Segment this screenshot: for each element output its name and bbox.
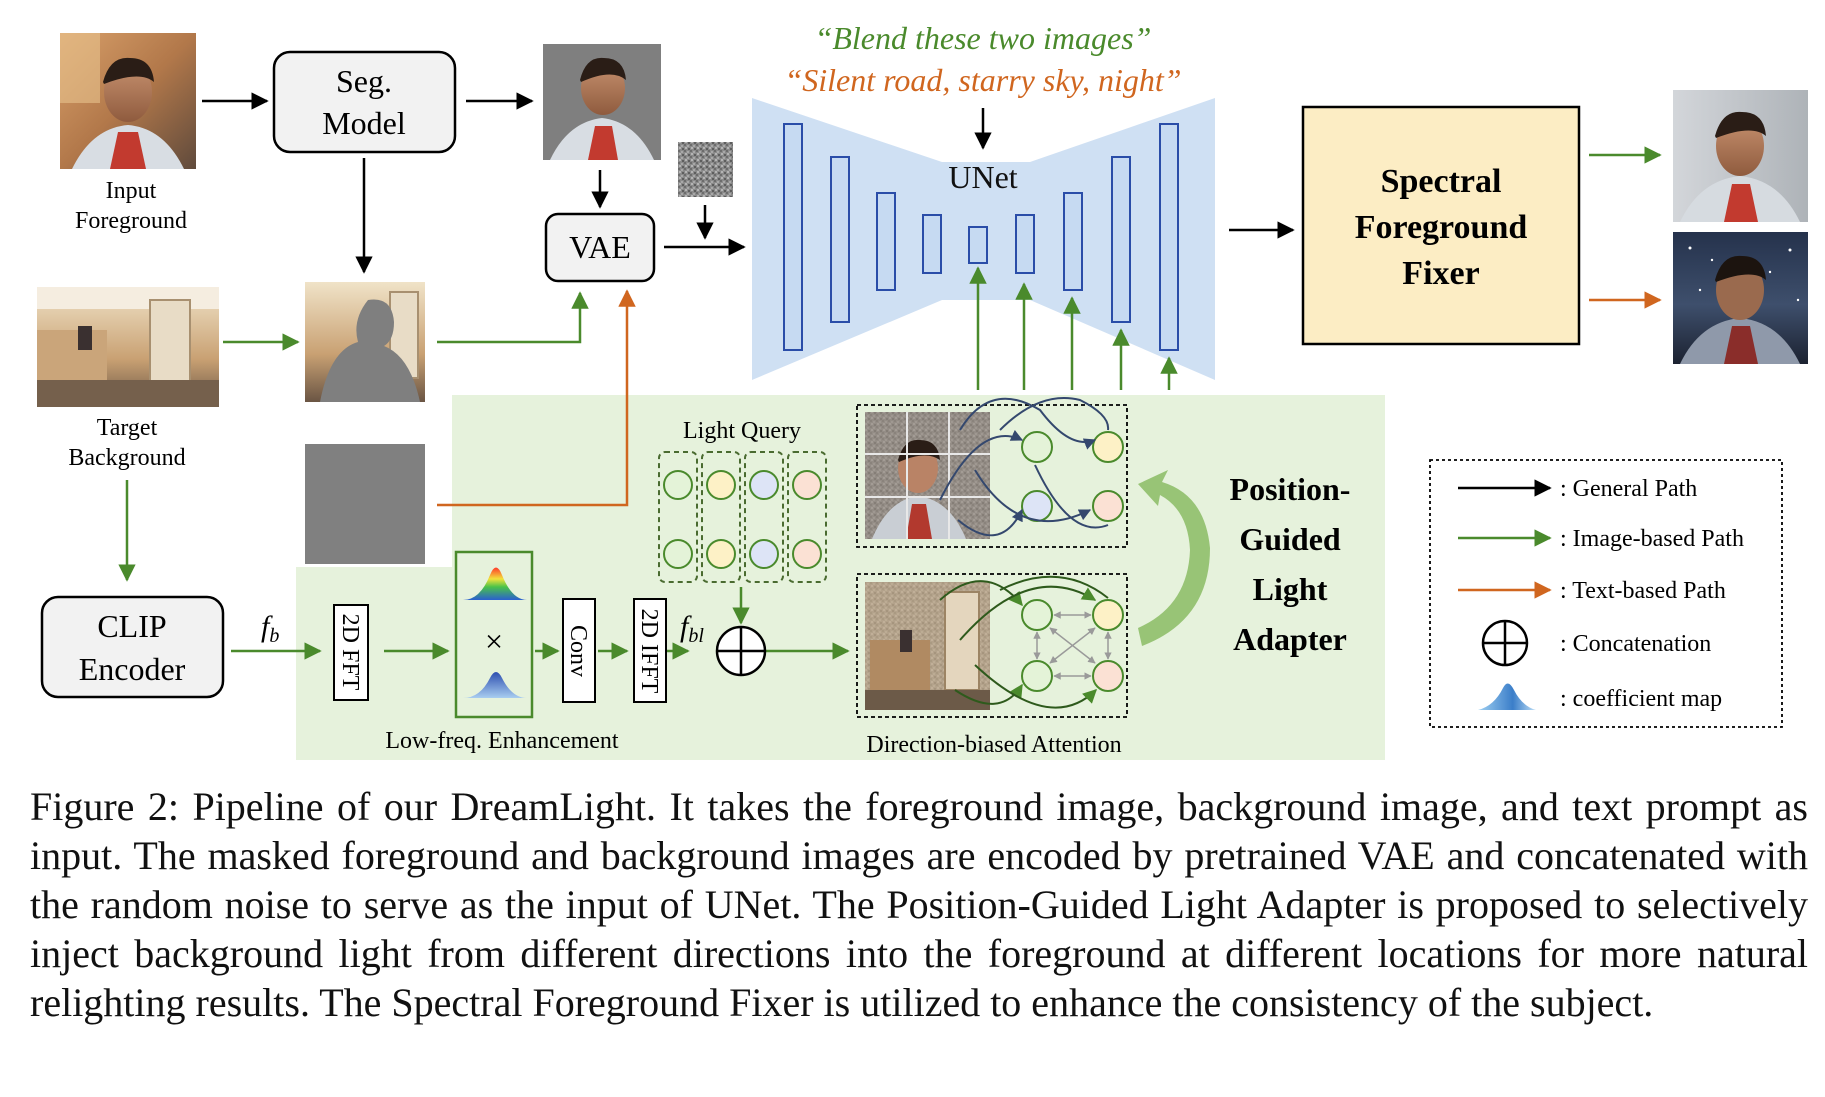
input-foreground-label-line2: Foreground — [75, 208, 187, 234]
input-foreground-label-line1: Input — [106, 178, 157, 204]
legend: : General Path : Image-based Path : Text… — [1458, 476, 1744, 712]
legend-general-label: : General Path — [1560, 476, 1697, 502]
prompt-silent: “Silent road, starry sky, night” — [784, 62, 1181, 98]
light-query-grid — [658, 451, 827, 583]
seg-model-label-line2: Model — [322, 105, 406, 141]
prompt-blend: “Blend these two images” — [815, 20, 1152, 56]
conv-label: Conv — [565, 625, 591, 677]
unet-block — [876, 192, 896, 291]
legend-box — [1429, 459, 1783, 728]
query-node — [663, 470, 693, 500]
attention-bottom-links — [939, 575, 1109, 709]
output-image-blend — [1673, 90, 1808, 222]
random-noise-image — [678, 142, 733, 197]
target-background-label-line2: Background — [68, 445, 185, 471]
query-node — [706, 539, 736, 569]
legend-text-label: : Text-based Path — [1560, 578, 1726, 604]
attention-bottom-gray-links — [1033, 611, 1112, 680]
vae-label: VAE — [569, 229, 631, 265]
target-background-label-line1: Target — [97, 415, 158, 441]
gray-mask-image — [305, 444, 425, 564]
fb-symbol: fb — [261, 610, 279, 647]
low-freq-label: Low-freq. Enhancement — [385, 728, 619, 754]
attention-panel-top — [856, 404, 1128, 548]
direction-attention-label: Direction-biased Attention — [866, 732, 1121, 758]
attention-top-nodes — [1021, 431, 1124, 522]
legend-concat-label: : Concatenation — [1560, 631, 1711, 657]
clip-encoder-label-line1: CLIP — [97, 608, 166, 644]
unet-block — [783, 123, 803, 351]
adapter-feedback-arrow — [1138, 470, 1210, 646]
query-node — [792, 539, 822, 569]
query-node — [749, 470, 779, 500]
unet-block — [968, 226, 988, 264]
unet-block — [1015, 214, 1035, 274]
general-paths — [202, 92, 1295, 274]
clip-encoder-label-line2: Encoder — [79, 651, 186, 687]
legend-image-label: : Image-based Path — [1560, 526, 1744, 552]
query-node — [706, 470, 736, 500]
seg-model-box — [272, 50, 457, 154]
attention-bottom-image — [865, 582, 990, 710]
attention-panel-bottom — [856, 573, 1128, 718]
attention-top-links — [939, 397, 1110, 537]
clip-encoder-box — [40, 595, 225, 699]
attention-bottom-nodes — [1021, 599, 1124, 692]
light-query-label: Light Query — [683, 418, 801, 444]
ifft-box — [633, 598, 667, 703]
ifft-label: 2D IFFT — [636, 609, 662, 694]
masked-foreground-image — [543, 44, 661, 160]
spectral-fixer-label-line1: Spectral — [1381, 163, 1502, 200]
coefficient-map-top — [463, 567, 527, 600]
fft-label: 2D FFT — [337, 614, 363, 691]
circle-plus-icon — [1481, 619, 1529, 667]
seg-model-label-line1: Seg. — [336, 63, 392, 99]
query-node — [663, 539, 693, 569]
image-based-paths — [118, 146, 1662, 660]
unet-blocks — [783, 123, 1179, 351]
figure-caption: Figure 2: Pipeline of our DreamLight. It… — [30, 784, 1808, 1025]
vae-box — [544, 212, 656, 283]
unet-block — [830, 156, 850, 323]
text-based-paths — [437, 289, 1662, 507]
spectral-fixer-box — [1301, 105, 1581, 346]
query-node — [792, 470, 822, 500]
input-foreground-image — [60, 33, 196, 169]
unet-block — [1159, 123, 1179, 351]
spectral-fixer-label-line2: Foreground — [1355, 209, 1528, 246]
unet-block — [1111, 156, 1131, 323]
masked-background-image — [305, 282, 425, 402]
coefficient-map-bottom — [463, 672, 527, 698]
output-image-night — [1673, 232, 1808, 364]
pipeline-diagram: UNet “Blend these two images” “Silent ro… — [37, 20, 1808, 760]
coefficient-map-icon — [1478, 683, 1536, 710]
fft-box — [333, 604, 369, 701]
legend-coefficient-label: : coefficient map — [1560, 686, 1722, 712]
adapter-title-line3: Light — [1253, 571, 1328, 607]
adapter-title-line2: Guided — [1239, 521, 1341, 557]
spectral-fixer-label-line3: Fixer — [1402, 255, 1479, 292]
conv-box — [562, 598, 596, 703]
unet-block — [1063, 192, 1083, 291]
attention-top-image — [865, 412, 990, 539]
multiply-symbol: × — [485, 623, 503, 659]
target-background-image — [37, 287, 219, 407]
unet-label: UNet — [948, 159, 1017, 195]
query-node — [749, 539, 779, 569]
unet-block — [922, 214, 942, 274]
concatenation-icon — [715, 625, 767, 677]
adapter-title-line4: Adapter — [1233, 621, 1347, 657]
adapter-title-line1: Position- — [1230, 471, 1351, 507]
